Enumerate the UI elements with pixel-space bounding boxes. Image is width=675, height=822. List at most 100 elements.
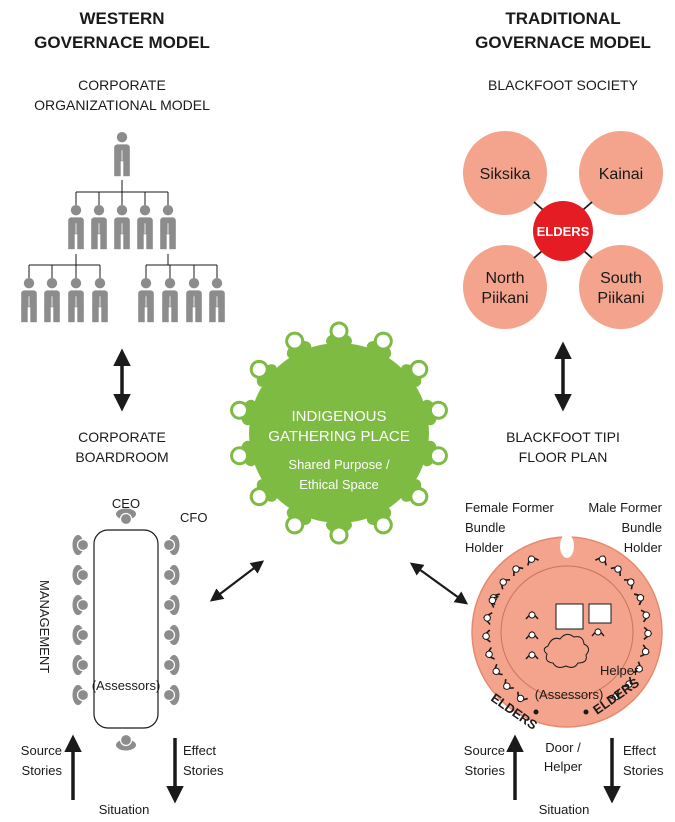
tipi-floor-plan xyxy=(471,534,663,728)
person-icon xyxy=(186,278,202,323)
person-icon xyxy=(21,278,37,323)
seat-icon xyxy=(72,595,90,615)
seat-icon xyxy=(72,655,90,675)
gathering-seat xyxy=(249,479,278,507)
tipi-altar xyxy=(560,534,574,558)
tipi-person xyxy=(639,644,650,658)
helper-label: Helper xyxy=(600,663,639,678)
tipi-person xyxy=(512,565,524,577)
seat-icon xyxy=(162,685,180,705)
tipi-person xyxy=(483,611,493,626)
gathering-seat xyxy=(285,331,312,360)
tipi-person xyxy=(632,661,643,674)
male-holder-line3: Holder xyxy=(624,540,663,555)
seat-icon xyxy=(162,535,180,555)
gathering-title-line1: INDIGENOUS xyxy=(291,408,386,425)
seat-icon xyxy=(72,685,90,705)
tipi-helper-person xyxy=(525,610,539,620)
tipi-helper-person xyxy=(525,630,539,640)
traditional-source-line2: Stories xyxy=(465,763,506,778)
traditional-situation-label: Situation xyxy=(539,802,590,817)
tipi-people xyxy=(481,555,653,703)
ceo-label: CEO xyxy=(112,496,140,511)
org-chart-people xyxy=(21,132,225,323)
blackfoot-society-title: BLACKFOOT SOCIETY xyxy=(488,77,639,93)
tipi-person xyxy=(610,565,622,577)
gathering-title-line2: GATHERING PLACE xyxy=(268,428,409,445)
person-icon xyxy=(44,278,60,323)
org-chart-connectors xyxy=(28,180,218,278)
north-piikani-circle xyxy=(463,245,547,329)
person-icon xyxy=(160,205,176,250)
traditional-heading-line1: TRADITIONAL xyxy=(505,9,620,28)
seat-icon xyxy=(72,565,90,585)
person-icon xyxy=(209,278,225,323)
seat-icon xyxy=(116,508,136,526)
boardroom-title-line1: CORPORATE xyxy=(78,429,166,445)
western-heading-line1: WESTERN xyxy=(80,9,165,28)
seat-icon xyxy=(72,535,90,555)
tipi-person xyxy=(622,676,633,688)
tipi-person xyxy=(634,593,645,606)
person-icon xyxy=(137,205,153,250)
siksika-label: Siksika xyxy=(480,166,531,183)
kainai-circle xyxy=(579,131,663,215)
tipi-person xyxy=(608,689,620,701)
tipi-bed-right xyxy=(588,603,612,624)
boardroom-title-line2: BOARDROOM xyxy=(75,449,168,465)
kainai-label: Kainai xyxy=(599,166,643,183)
tipi-helper-person xyxy=(525,650,539,660)
north-piikani-line1: North xyxy=(485,270,524,287)
cfo-label: CFO xyxy=(180,510,207,525)
tipi-person xyxy=(492,663,503,676)
traditional-source-line1: Source xyxy=(464,743,505,758)
traditional-effect-line1: Effect xyxy=(623,743,656,758)
seat-icon xyxy=(116,733,136,751)
traditional-effect-line2: Stories xyxy=(623,763,664,778)
western-source-line2: Stories xyxy=(22,763,63,778)
tipi-person xyxy=(595,555,607,566)
org-model-title-line2: ORGANIZATIONAL MODEL xyxy=(34,97,210,113)
elders-circle xyxy=(533,201,593,261)
door-helper-line2: Helper xyxy=(544,759,583,774)
seat-icon xyxy=(162,625,180,645)
tipi-person xyxy=(640,609,651,623)
female-holder-line2: Bundle xyxy=(465,520,505,535)
male-holder-line1: Male Former xyxy=(588,500,662,515)
traditional-heading-line2: GOVERNACE MODEL xyxy=(475,33,651,52)
tipi-person xyxy=(488,595,499,608)
tipi-helper-person xyxy=(591,627,605,637)
female-holder-line1: Female Former xyxy=(465,500,555,515)
seat-icon xyxy=(162,655,180,675)
tipi-bed-left xyxy=(555,603,584,630)
western-source-line1: Source xyxy=(21,743,62,758)
tipi-title-line2: FLOOR PLAN xyxy=(519,449,608,465)
person-icon xyxy=(68,278,84,323)
western-effect-line2: Stories xyxy=(183,763,224,778)
tipi-door-left xyxy=(533,709,539,715)
tipi-person xyxy=(485,646,495,660)
tipi-fire xyxy=(543,633,590,668)
tipi-inner-ring xyxy=(500,565,634,699)
seat-icon xyxy=(162,565,180,585)
female-holder-line3: Holder xyxy=(465,540,504,555)
gathering-subtitle-line1: Shared Purpose / xyxy=(288,457,390,472)
tipi-title-line1: BLACKFOOT TIPI xyxy=(506,429,620,445)
south-piikani-circle xyxy=(579,245,663,329)
person-icon xyxy=(162,278,178,323)
tipi-person xyxy=(481,629,491,643)
person-icon xyxy=(114,205,130,250)
seat-icon xyxy=(162,595,180,615)
north-piikani-line2: Piikani xyxy=(481,290,528,307)
western-situation-label: Situation xyxy=(99,802,150,817)
gathering-place xyxy=(230,321,448,545)
south-piikani-line2: Piikani xyxy=(597,290,644,307)
tipi-person xyxy=(503,678,514,690)
org-model-title-line1: CORPORATE xyxy=(78,77,166,93)
south-piikani-line1: South xyxy=(600,270,642,287)
gathering-to-tipi-arrow xyxy=(409,562,469,605)
tipi-person xyxy=(499,578,511,590)
gathering-subtitle-line2: Ethical Space xyxy=(299,477,379,492)
tipi-person xyxy=(527,555,539,566)
person-icon xyxy=(68,205,84,250)
